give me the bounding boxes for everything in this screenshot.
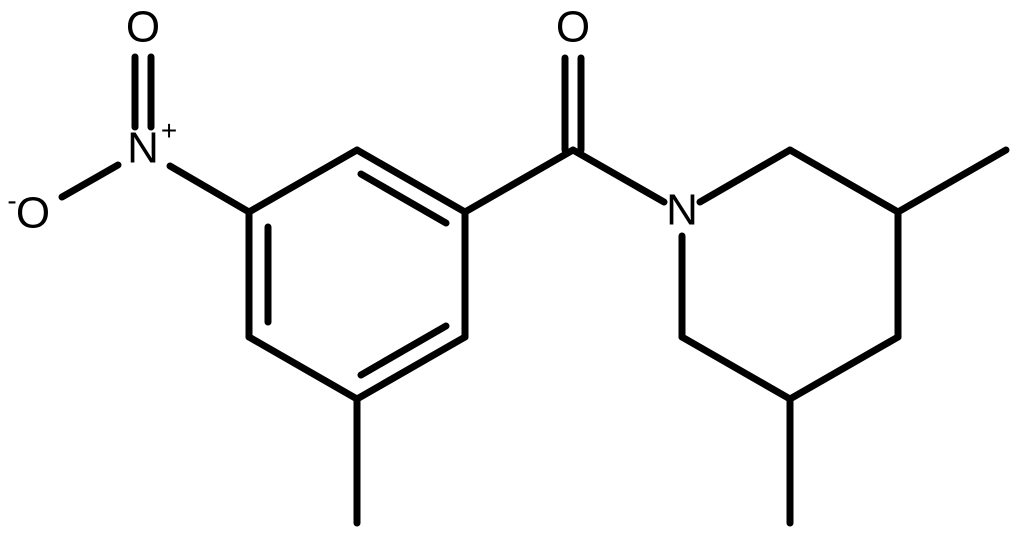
nitro-nitrogen-charge: + — [161, 115, 177, 146]
pip-methyl-bond-c3 — [894, 146, 1010, 216]
pip-bond-c4-c5 — [786, 333, 902, 403]
ring-inner-double-bond-2 — [357, 322, 450, 379]
pip-bond-c5-c6 — [678, 333, 794, 403]
ring-inner-double-bond-1 — [357, 170, 450, 227]
ring-bond-1 — [353, 146, 469, 216]
ring-to-nitro-bond — [166, 162, 253, 216]
ring-bond-6 — [245, 146, 361, 216]
nitro-oxygen-top-label: O — [126, 3, 160, 52]
ring-bond-4 — [245, 333, 361, 403]
nitro-nitrogen-label: N — [127, 124, 159, 173]
ring-to-carbonyl-bond — [461, 146, 577, 216]
pip-bond-n-c2 — [696, 146, 794, 206]
carbonyl-oxygen-label: O — [556, 3, 590, 52]
nitro-single-bond — [58, 161, 122, 201]
piperidine-nitrogen-label: N — [666, 186, 698, 235]
piperidine-ring — [678, 146, 902, 403]
nitro-oxygen-minus-label: O — [16, 189, 50, 238]
nitro-oxygen-charge: - — [7, 185, 16, 216]
ring-bond-3 — [353, 333, 469, 403]
benzene-ring — [245, 146, 469, 403]
pip-bond-c2-c3 — [786, 146, 902, 216]
carbonyl-to-nitrogen-bond — [569, 146, 668, 206]
